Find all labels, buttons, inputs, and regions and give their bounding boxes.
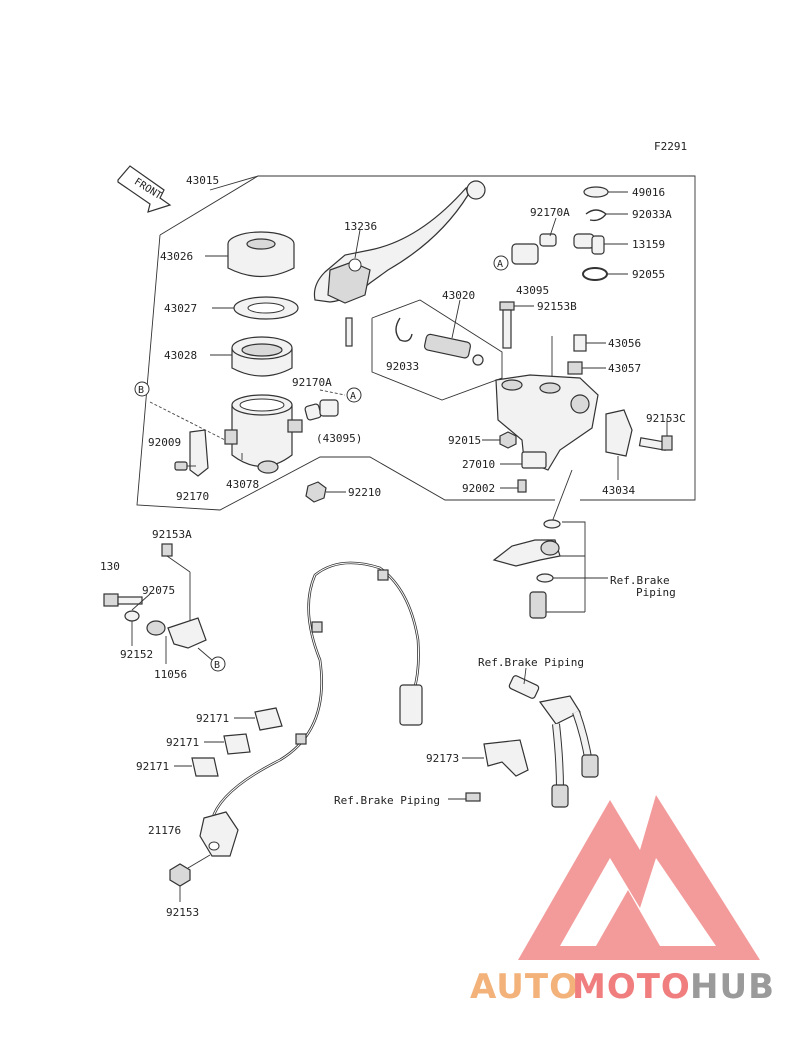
- cap-49016: [583, 186, 628, 198]
- svg-text:A: A: [350, 391, 356, 402]
- watermark-text: AUTO MOTO HUB: [470, 967, 775, 1007]
- watermark-logo: [518, 795, 760, 960]
- label-92170A-left: 92170A: [292, 376, 332, 389]
- label-27010: 27010: [462, 458, 495, 471]
- label-92170A-right: 92170A: [530, 206, 570, 219]
- label-43056: 43056: [608, 337, 641, 350]
- ref-brake-piping-3: Ref.Brake Piping: [334, 794, 440, 807]
- label-13236: 13236: [344, 220, 377, 233]
- label-92153A: 92153A: [152, 528, 192, 541]
- clamp-right: [511, 217, 557, 265]
- screw-92002: [500, 479, 527, 493]
- cap-43057: [567, 361, 606, 375]
- nut-92210: [305, 481, 346, 503]
- label-92153C: 92153C: [646, 412, 686, 425]
- ref-brake-piping-2: Ref.Brake Piping: [478, 656, 584, 669]
- watermark-auto: AUTO: [470, 967, 579, 1007]
- label-43095-right: 43095: [516, 284, 549, 297]
- label-92075: 92075: [142, 584, 175, 597]
- brake-banjo-assembly: [492, 469, 608, 619]
- label-92171-c: 92171: [136, 760, 169, 773]
- brake-lever: [313, 180, 486, 347]
- diaphragm-plate: [212, 296, 299, 320]
- label-43095-left: (43095): [316, 432, 362, 445]
- holder-43034: [605, 409, 633, 480]
- nut-92015: [482, 431, 517, 449]
- labels: F2291 43015 43026 43027 43028 92170A (43…: [100, 140, 687, 919]
- bolt-92153: [169, 854, 211, 902]
- circlip-92033A: [585, 209, 628, 222]
- bleeder-43056: [573, 334, 606, 352]
- banjo-13159: [573, 233, 628, 255]
- marker-a-left: A: [346, 387, 362, 403]
- assembly-frame: [136, 175, 696, 511]
- label-92153B: 92153B: [537, 300, 577, 313]
- label-92033: 92033: [386, 360, 419, 373]
- label-43078: 43078: [226, 478, 259, 491]
- label-92170: 92170: [176, 490, 209, 503]
- label-92002: 92002: [462, 482, 495, 495]
- svg-text:A: A: [497, 259, 503, 270]
- bolt-92153B: [499, 301, 534, 349]
- reservoir-body: [224, 394, 303, 474]
- marker-b-left: B: [134, 381, 150, 397]
- label-43015: 43015: [186, 174, 219, 187]
- switch-27010: [500, 451, 547, 469]
- label-21176: 21176: [148, 824, 181, 837]
- label-43028: 43028: [164, 349, 197, 362]
- marker-b-bracket: B: [210, 656, 226, 672]
- lower-brake-piping: [448, 667, 599, 808]
- label-43020: 43020: [442, 289, 475, 302]
- watermark-moto: MOTO: [572, 967, 691, 1007]
- ref-brake-piping-1-line2: Piping: [636, 586, 676, 599]
- bracket-left: [149, 401, 226, 477]
- label-92153: 92153: [166, 906, 199, 919]
- label-92171-a: 92171: [196, 712, 229, 725]
- label-11056: 11056: [154, 668, 187, 681]
- label-130: 130: [100, 560, 120, 573]
- bolt-92153C: [638, 418, 673, 451]
- label-92210: 92210: [348, 486, 381, 499]
- master-cylinder: [495, 336, 599, 471]
- marker-a-right: A: [493, 255, 509, 271]
- label-92173: 92173: [426, 752, 459, 765]
- oring-92055: [582, 267, 628, 281]
- label-13159: 13159: [632, 238, 665, 251]
- label-43026: 43026: [160, 250, 193, 263]
- reservoir-cap: [205, 231, 295, 277]
- label-43057: 43057: [608, 362, 641, 375]
- label-43027: 43027: [164, 302, 197, 315]
- label-92171-b: 92171: [166, 736, 199, 749]
- label-92009: 92009: [148, 436, 181, 449]
- clips-92171: [174, 707, 283, 777]
- piston-kit: [371, 299, 503, 401]
- sensor-bracket-group: [103, 543, 213, 664]
- label-92055: 92055: [632, 268, 665, 281]
- label-49016: 49016: [632, 186, 665, 199]
- watermark-hub: HUB: [690, 967, 775, 1007]
- ref-brake-piping-1-line1: Ref.Brake: [610, 574, 670, 587]
- svg-text:B: B: [138, 385, 144, 396]
- label-43034: 43034: [602, 484, 635, 497]
- svg-text:B: B: [214, 660, 220, 671]
- diagram-code: F2291: [654, 140, 687, 153]
- front-arrow: FRONT: [117, 165, 172, 213]
- diaphragm: [210, 336, 293, 377]
- label-92033A: 92033A: [632, 208, 672, 221]
- clamp-left: [304, 389, 346, 421]
- label-92015: 92015: [448, 434, 481, 447]
- sensor-cable: [199, 561, 423, 857]
- label-92152: 92152: [120, 648, 153, 661]
